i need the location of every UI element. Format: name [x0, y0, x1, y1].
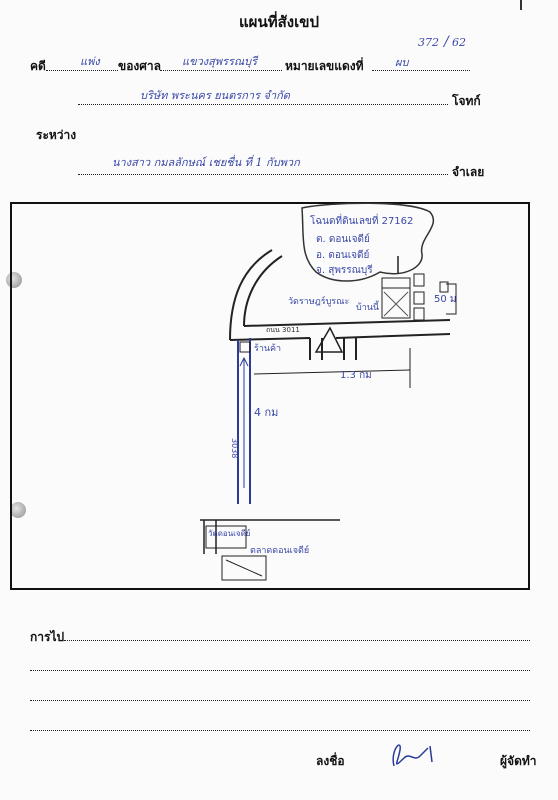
distance-50m: 50 ม — [434, 294, 457, 305]
address-line-1: โฉนดที่ดินเลขที่ 27162 — [310, 213, 413, 227]
plaintiff-value: บริษัท พระนคร ยนตรการ จำกัด — [140, 89, 290, 102]
sign-label: ลงชื่อ — [316, 754, 345, 768]
dotline — [30, 730, 530, 731]
dotline — [372, 70, 470, 71]
address-line-4: จ. สุพรรณบุรี — [316, 264, 373, 276]
shop-label: ร้านค้า — [254, 343, 281, 354]
signature — [392, 744, 433, 767]
punch-hole — [10, 502, 26, 518]
route-label: การไป — [30, 630, 65, 644]
start-label: วัดดอนเจดีย์ — [208, 528, 250, 538]
page-title: แผนที่สังเขป — [239, 13, 319, 31]
black-number-prefix: ผบ — [395, 56, 409, 69]
road-vertical-label: 3038 — [230, 438, 239, 458]
dotline — [30, 670, 530, 671]
temple-label: วัดราษฎร์บูรณะ — [288, 295, 349, 307]
dotline — [160, 70, 282, 71]
between-label: ระหว่าง — [36, 128, 77, 142]
court-name-value: แขวงสุพรรณบุรี — [182, 55, 258, 68]
black-number-label: หมายเลขแดงที่ — [285, 59, 364, 73]
road-label-small: ถนน 3011 — [266, 326, 300, 334]
map-border — [10, 202, 530, 590]
distance-4km: 4 กม — [254, 406, 278, 419]
address-line-3: อ. ดอนเจดีย์ — [316, 249, 369, 261]
dotline — [78, 104, 448, 105]
distance-1-3km: 1.3 กม — [340, 370, 372, 381]
house-label: บ้านนี้ — [356, 300, 380, 313]
black-number-value: 372 — [418, 36, 439, 49]
signer-label: ผู้จัดทำ — [500, 754, 537, 768]
court-label: ของศาล — [118, 59, 161, 73]
dotline — [64, 640, 530, 641]
address-callout — [301, 202, 434, 282]
dotline — [30, 700, 530, 701]
black-number-year: 62 — [452, 36, 466, 49]
market-label: ตลาดดอนเจดีย์ — [250, 544, 309, 556]
case-type-value: แพ่ง — [80, 55, 100, 68]
plaintiff-label: โจทก์ — [452, 94, 481, 108]
black-number-slash: / — [444, 34, 449, 50]
defendant-label: จำเลย — [452, 165, 485, 179]
corner-mark — [520, 0, 522, 10]
map-sketch: โฉนดที่ดินเลขที่ 27162 ต. ดอนเจดีย์ อ. ด… — [10, 202, 530, 590]
dotline — [46, 70, 118, 71]
case-label: คดี — [30, 59, 46, 73]
dotline — [78, 174, 448, 175]
address-line-2: ต. ดอนเจดีย์ — [316, 233, 370, 245]
defendant-value: นางสาว กมลลักษณ์ เชยชื่น ที่ 1 กับพวก — [112, 156, 300, 169]
